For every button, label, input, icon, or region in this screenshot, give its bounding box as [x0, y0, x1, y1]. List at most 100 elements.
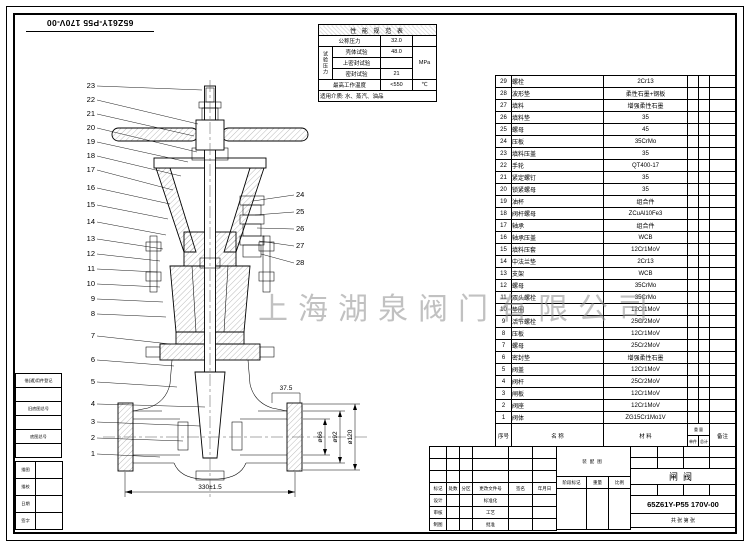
bom-cell-remark [709, 135, 736, 148]
bom-cell-weight-total [698, 303, 710, 316]
bom-cell-name: 密封垫 [511, 351, 604, 364]
bom-cell-material: 12Cr1MoV [603, 303, 688, 316]
bom-cell-weight-total [698, 135, 710, 148]
bom-cell-weight-unit [687, 183, 699, 196]
bom-cell-material: 12Cr1MoV [603, 327, 688, 340]
bom-cell-remark [709, 363, 736, 376]
bom-cell-material: 12Cr1MoV [603, 363, 688, 376]
bom-cell-no: 10 [495, 303, 512, 316]
rev-header-zone: 分区 [459, 482, 473, 495]
bom-cell-weight-total [698, 411, 710, 424]
bom-cell-weight-unit [687, 159, 699, 172]
bom-cell-weight-total [698, 123, 710, 136]
bom-cell-name: 填料压套 [511, 243, 604, 256]
bom-cell-no: 29 [495, 75, 512, 88]
bom-cell-weight-unit [687, 375, 699, 388]
bom-cell-weight-total [698, 399, 710, 412]
drawing-number: 65Z61Y-P55 170V-00 [630, 495, 736, 514]
bom-cell-no: 18 [495, 207, 512, 220]
bom-cell-weight-unit [687, 111, 699, 124]
bom-cell-material: 增强柔性石墨 [603, 99, 688, 112]
bom-cell-material: WCB [603, 231, 688, 244]
bom-cell-weight-total [698, 351, 710, 364]
spec-blank-cell [411, 35, 438, 47]
sig-design-label: 设计 [429, 494, 447, 507]
bom-cell-weight-total [698, 171, 710, 184]
bom-cell-name: 螺栓 [511, 75, 604, 88]
bom-cell-name: 轴承压盖 [511, 231, 604, 244]
bom-cell-remark [709, 255, 736, 268]
bom-cell-remark [709, 111, 736, 124]
bom-cell-weight-unit [687, 207, 699, 220]
shell-test-label: 壳体试验 [332, 46, 381, 58]
title-block-right: 闸阀 65Z61Y-P55 170V-00 共 张 第 张 [630, 446, 736, 528]
bom-cell-weight-total [698, 219, 710, 232]
bom-cell-name: 螺母 [511, 339, 604, 352]
outer-border-frame [6, 6, 744, 541]
bom-cell-weight-total [698, 87, 710, 100]
stage-mark-label: 阶段标记 [556, 476, 587, 489]
bom-cell-no: 26 [495, 111, 512, 124]
bom-header-material: 材 料 [603, 423, 688, 448]
rotated-number-underline [26, 31, 154, 32]
scale-label: 比例 [607, 476, 632, 489]
date-label: 日期 [15, 495, 36, 513]
bom-cell-material: 12Cr1MoV [603, 399, 688, 412]
bom-cell-material: 25Cr2MoV [603, 375, 688, 388]
bom-cell-remark [709, 243, 736, 256]
bom-cell-name: 波形垫 [511, 87, 604, 100]
spec-table-title: 性 能 规 范 表 [317, 24, 438, 36]
bom-cell-no: 23 [495, 147, 512, 160]
bom-cell-name: 油杯 [511, 195, 604, 208]
bom-cell-name: 填料垫 [511, 111, 604, 124]
signature-label: 签字 [15, 512, 36, 530]
bom-cell-weight-total [698, 147, 710, 160]
bom-cell-weight-unit [687, 387, 699, 400]
bom-cell-no: 14 [495, 255, 512, 268]
bom-cell-weight-unit [687, 255, 699, 268]
bom-cell-weight-unit [687, 339, 699, 352]
bom-cell-material: 增强柔性石墨 [603, 351, 688, 364]
bom-cell-name: 闸板 [511, 387, 604, 400]
bom-cell-weight-unit [687, 171, 699, 184]
bom-cell-material: QT400-17 [603, 159, 688, 172]
bom-cell-weight-unit [687, 291, 699, 304]
bom-cell-remark [709, 279, 736, 292]
bom-cell-name: 中法兰垫 [511, 255, 604, 268]
sig-approve-label: 批准 [472, 518, 509, 531]
bom-cell-material: 35 [603, 171, 688, 184]
bom-cell-material: 35CrMo [603, 279, 688, 292]
tracing-label: 描图 [15, 461, 36, 479]
bom-cell-material: 2Cr13 [603, 75, 688, 88]
bom-cell-remark [709, 291, 736, 304]
sheet-count-info: 共 张 第 张 [630, 513, 736, 528]
bom-cell-remark [709, 351, 736, 364]
bom-cell-name: 活节螺栓 [511, 315, 604, 328]
bom-cell-weight-unit [687, 411, 699, 424]
bom-cell-remark [709, 339, 736, 352]
bom-cell-weight-total [698, 363, 710, 376]
bom-cell-material: 35 [603, 147, 688, 160]
pressure-unit: MPa [411, 46, 438, 80]
bom-cell-name: 锁紧螺母 [511, 183, 604, 196]
bom-cell-name: 阀座 [511, 399, 604, 412]
bom-cell-material: 12Cr1MoV [603, 387, 688, 400]
bom-cell-no: 17 [495, 219, 512, 232]
bom-header-row: 序号名 称材 料重 量备注 [495, 423, 736, 448]
bom-cell-weight-total [698, 279, 710, 292]
bom-cell-remark [709, 159, 736, 172]
bom-header-row: 单件总计 [496, 435, 736, 448]
bom-cell-remark [709, 147, 736, 160]
